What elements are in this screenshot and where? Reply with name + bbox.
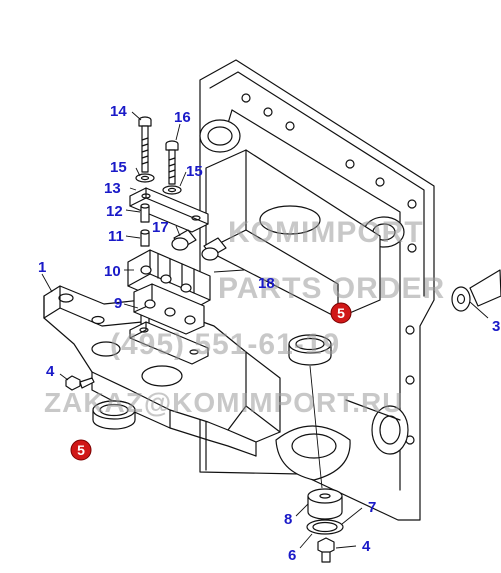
callout-8[interactable]: 8 bbox=[284, 511, 292, 528]
callout-3[interactable]: 3 bbox=[492, 318, 500, 335]
callout-16[interactable]: 16 bbox=[174, 109, 191, 126]
part-10-block bbox=[127, 249, 245, 365]
callout-18[interactable]: 18 bbox=[258, 275, 275, 292]
callout-6[interactable]: 6 bbox=[288, 547, 296, 564]
leader-lines bbox=[41, 111, 363, 549]
callout-4-left[interactable]: 4 bbox=[46, 363, 55, 380]
callout-7[interactable]: 7 bbox=[368, 499, 376, 516]
svg-text:5: 5 bbox=[337, 305, 345, 321]
callout-14[interactable]: 14 bbox=[110, 103, 127, 120]
watermark: KOMIMPORT PARTS ORDER (495) 551-61-19 ZA… bbox=[44, 216, 445, 418]
callout-11[interactable]: 11 bbox=[108, 228, 124, 245]
callout-badge-5-center[interactable]: 5 bbox=[330, 302, 352, 324]
watermark-line-4: ZAKAZ@KOMIMPORT.RU bbox=[44, 387, 404, 418]
watermark-line-1: KOMIMPORT bbox=[228, 216, 424, 249]
callout-12[interactable]: 12 bbox=[106, 203, 123, 220]
callout-15-right[interactable]: 15 bbox=[186, 163, 203, 180]
lower-mount-stack bbox=[306, 488, 344, 563]
part-3-shaft bbox=[451, 269, 501, 319]
callout-10[interactable]: 10 bbox=[104, 263, 121, 280]
callout-13[interactable]: 13 bbox=[104, 180, 121, 197]
callout-17[interactable]: 17 bbox=[152, 219, 169, 236]
watermark-line-3: (495) 551-61-19 bbox=[110, 328, 340, 361]
part-5-bushing-center bbox=[288, 334, 332, 489]
part-4-bolt-left bbox=[65, 375, 95, 391]
callout-15-left[interactable]: 15 bbox=[110, 159, 127, 176]
part-17-cylinders bbox=[171, 229, 227, 261]
callout-1[interactable]: 1 bbox=[38, 259, 46, 276]
svg-text:5: 5 bbox=[77, 442, 85, 458]
part-5-bushing-left bbox=[92, 400, 136, 430]
callout-4-bottom[interactable]: 4 bbox=[362, 538, 371, 555]
watermark-line-2: PARTS ORDER bbox=[218, 272, 445, 305]
callout-badge-5-left[interactable]: 5 bbox=[70, 439, 92, 461]
pin-stack-right bbox=[162, 140, 182, 195]
callout-9[interactable]: 9 bbox=[114, 295, 122, 312]
part-1-bracket bbox=[43, 285, 281, 457]
